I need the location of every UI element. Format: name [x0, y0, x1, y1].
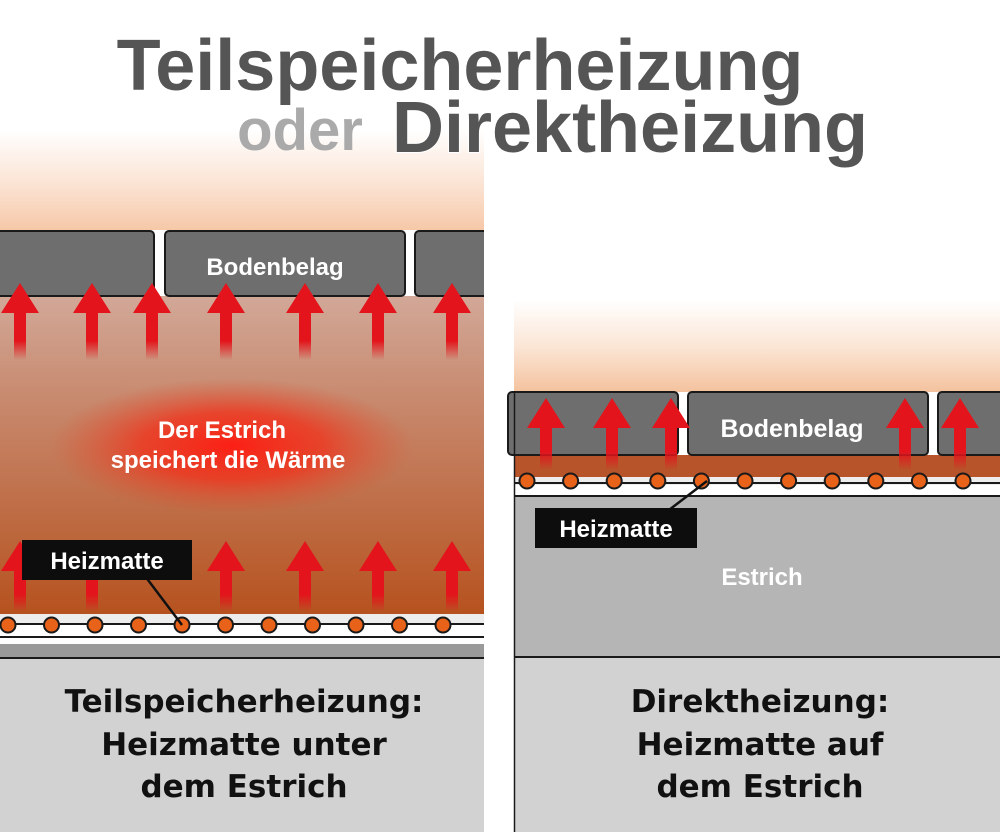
- right-heat-glow: [514, 300, 1000, 392]
- heating-dot: [347, 616, 365, 634]
- heating-dot: [780, 472, 798, 490]
- left-mat-band: [0, 614, 484, 624]
- left-heat-glow: [0, 130, 484, 230]
- right-insulation: [514, 486, 1000, 496]
- right-mat-pointer: [664, 480, 708, 514]
- panel-divider: [484, 160, 514, 832]
- heating-dot: [605, 472, 623, 490]
- heat-arrow: [286, 541, 324, 612]
- heating-dot: [954, 472, 972, 490]
- title-line-2a: oder: [237, 98, 363, 163]
- heat-arrow: [433, 541, 471, 612]
- left-screed-text-1: Der Estrich: [158, 417, 286, 444]
- right-heating-dots: [518, 472, 972, 490]
- heat-arrow: [73, 283, 111, 360]
- heat-arrow: [133, 283, 171, 360]
- left-caption-1: Teilspeicherheizung:: [65, 684, 424, 720]
- left-arrows-top: [1, 283, 471, 360]
- left-mat-pointer: [144, 575, 183, 626]
- right-arrows: [527, 398, 979, 470]
- right-mat-band: [514, 477, 1000, 485]
- heating-dot: [304, 616, 321, 634]
- right-mat-label: Heizmatte: [559, 516, 672, 543]
- right-caption-1: Direktheizung:: [631, 684, 890, 720]
- heat-arrow: [286, 283, 324, 360]
- heat-arrow: [359, 541, 397, 612]
- title-line-2b: Direktheizung: [392, 88, 868, 168]
- heating-dot: [130, 616, 147, 634]
- heating-dot: [217, 616, 234, 634]
- heat-arrow: [433, 283, 471, 360]
- right-caption-2: Heizmatte auf: [637, 727, 884, 763]
- heating-dot: [434, 616, 452, 634]
- heating-dot: [736, 472, 754, 490]
- title-line-1: Teilspeicherheizung: [117, 26, 804, 106]
- heating-dot: [43, 616, 60, 634]
- right-floor-label: Bodenbelag: [720, 415, 863, 443]
- heating-dot: [391, 616, 408, 634]
- left-mat-label: Heizmatte: [50, 548, 163, 575]
- heat-arrow: [941, 398, 979, 470]
- left-mat-label-box: [22, 540, 192, 580]
- heat-arrow: [1, 283, 39, 360]
- heating-dot: [260, 616, 278, 634]
- left-floor-label: Bodenbelag: [206, 254, 343, 281]
- left-tile-1: [0, 230, 155, 297]
- heating-dot: [649, 472, 667, 490]
- heating-dot: [823, 472, 841, 490]
- right-mat-label-box: [535, 508, 697, 548]
- right-base: [514, 658, 1000, 832]
- right-screed-label: Estrich: [721, 564, 802, 591]
- left-insulation: [0, 628, 484, 642]
- heating-dot: [562, 472, 580, 490]
- left-tile-3: [414, 230, 496, 297]
- heat-arrow: [886, 398, 924, 470]
- heat-arrow: [207, 541, 245, 612]
- left-tile-2: [164, 230, 406, 297]
- left-screed-text-2: speichert die Wärme: [111, 447, 346, 474]
- heating-dot: [867, 472, 885, 490]
- right-caption-3: dem Estrich: [656, 769, 863, 805]
- left-base: [0, 659, 484, 832]
- heat-arrow: [359, 283, 397, 360]
- left-floor-tiles: [0, 230, 496, 297]
- heating-dot: [692, 472, 710, 490]
- left-sublayer: [0, 644, 484, 658]
- heat-arrow: [527, 398, 565, 470]
- heating-dot: [86, 616, 104, 634]
- heat-arrow: [652, 398, 690, 470]
- heating-dot: [910, 472, 928, 490]
- right-thin-warm-layer: [514, 455, 1000, 477]
- left-heat-hotspot: [50, 378, 414, 514]
- left-heating-dots: [0, 616, 452, 634]
- left-caption-2: Heizmatte unter: [101, 727, 387, 763]
- heating-dot: [518, 472, 536, 490]
- right-tile-2: [687, 391, 929, 456]
- heat-arrow: [593, 398, 631, 470]
- left-caption-3: dem Estrich: [140, 769, 347, 805]
- heating-dot: [0, 616, 17, 634]
- heat-arrow: [207, 283, 245, 360]
